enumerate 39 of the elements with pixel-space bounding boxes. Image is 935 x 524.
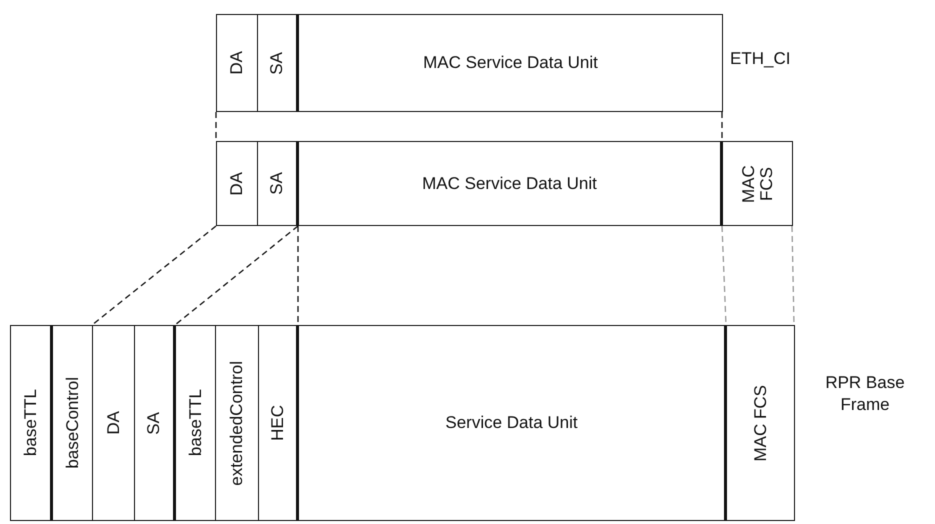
mapping-line (174, 226, 298, 326)
frame-name: ETH_CI (730, 48, 790, 70)
field-label: DA (104, 411, 122, 435)
field-label: MAC FCS (740, 164, 776, 204)
frame-field (134, 325, 176, 521)
field-label: extendedControl (228, 360, 246, 486)
field-label: MAC Service Data Unit (422, 174, 597, 194)
frame-field (726, 325, 795, 521)
frame-field (298, 141, 723, 226)
frame-field (298, 14, 723, 112)
frame-field (92, 325, 135, 521)
mapping-line (297, 226, 299, 325)
frame-field (216, 14, 258, 112)
field-label: baseControl (64, 377, 82, 469)
field-label: MAC FCS (752, 384, 770, 462)
frame-field (257, 141, 299, 226)
field-label: MAC Service Data Unit (423, 53, 598, 73)
field-label: HEC (268, 405, 286, 441)
field-label: SA (268, 172, 286, 195)
mapping-line (92, 226, 216, 326)
frame-field (52, 325, 93, 521)
frame-field (298, 325, 727, 521)
frame-field (175, 325, 216, 521)
frame-field (257, 14, 299, 112)
frame-field (216, 141, 258, 226)
field-label: Service Data Unit (445, 413, 578, 433)
mapping-line (215, 112, 217, 141)
field-label: baseTTL (186, 389, 204, 457)
frame-field (10, 325, 53, 521)
frame-field (722, 141, 793, 226)
field-label: DA (228, 51, 246, 75)
field-label: SA (145, 412, 163, 434)
frame-name: RPR Base Frame (824, 372, 906, 416)
frame-field (258, 325, 299, 521)
field-label: SA (268, 52, 286, 74)
mapping-line (721, 112, 723, 141)
field-label: DA (228, 172, 246, 196)
frame-field (215, 325, 259, 521)
field-label: baseTTL (22, 389, 40, 457)
